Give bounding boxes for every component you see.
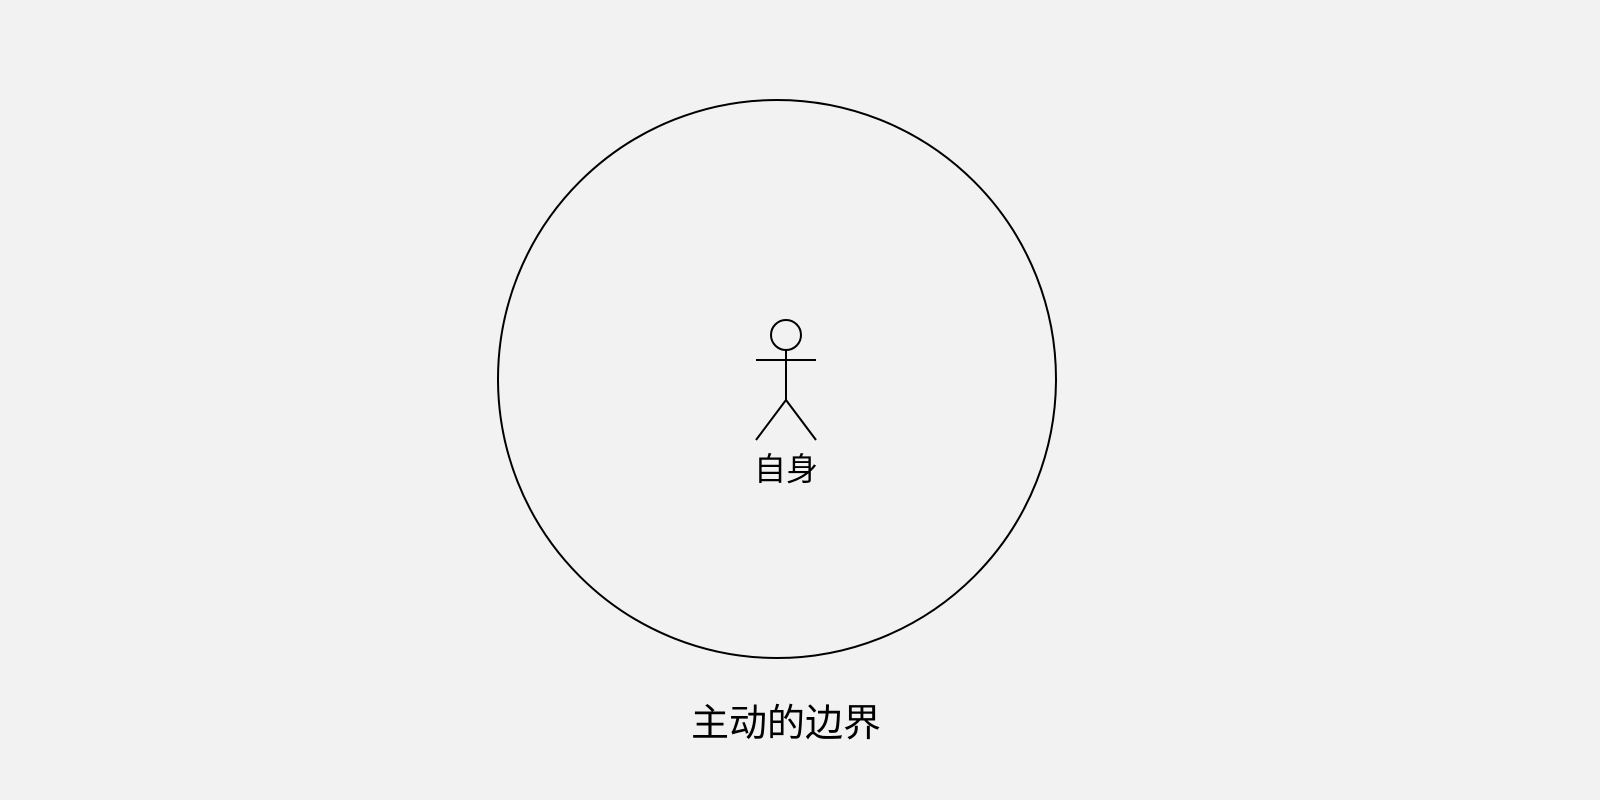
person-icon <box>755 319 817 441</box>
diagram-caption: 主动的边界 <box>690 701 881 745</box>
boundary-circle <box>497 99 1057 659</box>
actor-label: 自身 <box>753 450 818 488</box>
